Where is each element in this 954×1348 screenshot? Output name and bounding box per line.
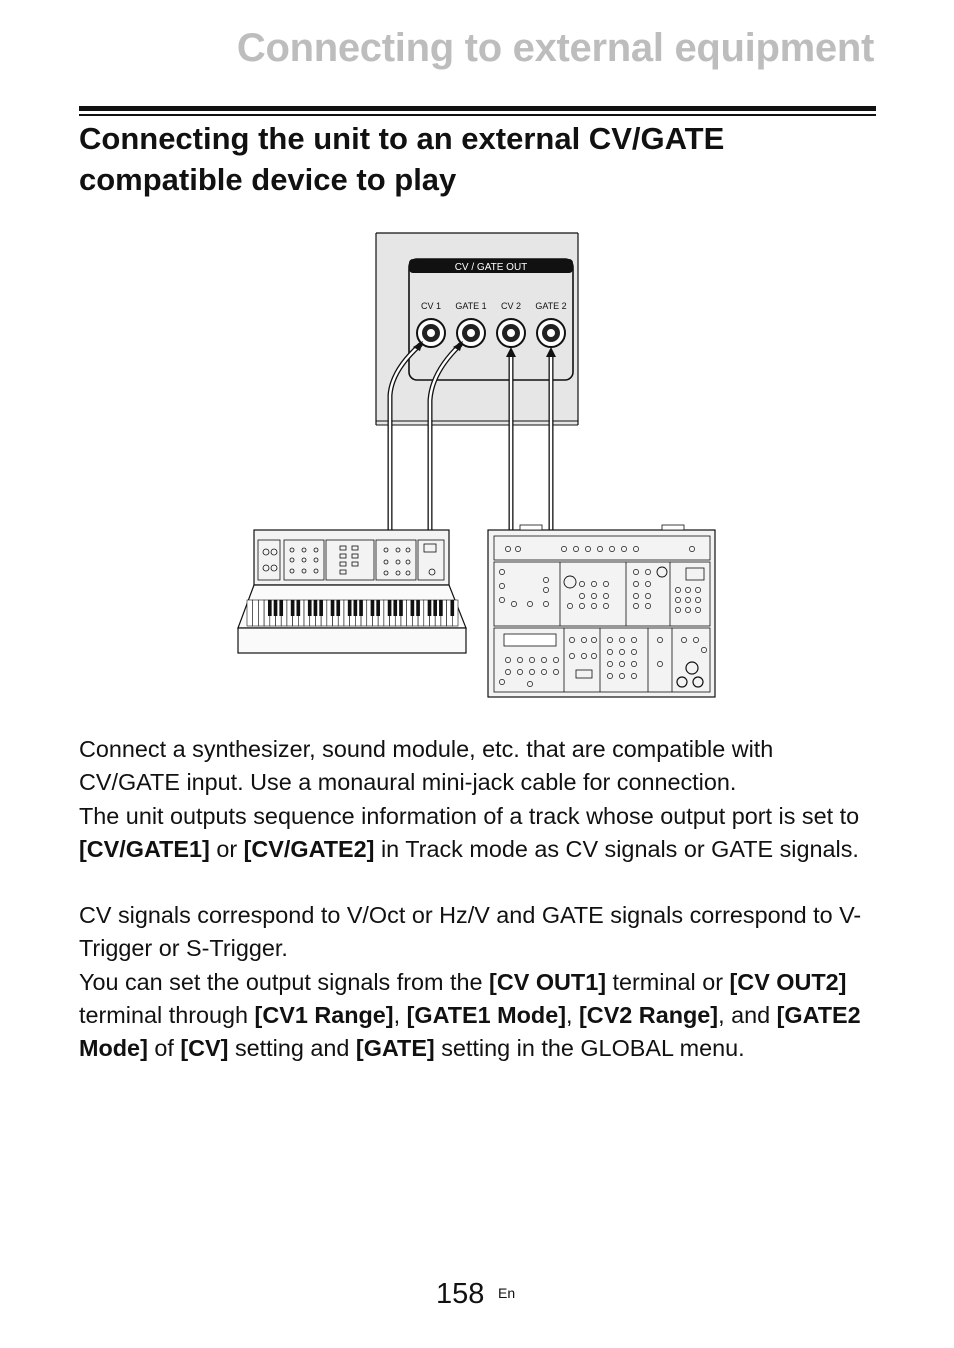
text-span: The unit outputs sequence information of… [79, 802, 860, 829]
jack-gate1 [456, 318, 486, 348]
jack-cv1 [416, 318, 446, 348]
paragraph-outputs: The unit outputs sequence information of… [79, 800, 879, 867]
text-span: , [393, 1002, 407, 1029]
heading-rule-thick [79, 106, 876, 111]
modular-synthesizer [487, 524, 716, 698]
text-span: terminal through [79, 1002, 255, 1029]
jack-gate2 [536, 318, 566, 348]
text-span: , and [718, 1002, 777, 1029]
bold-term: [CV/GATE2] [243, 835, 375, 862]
text-connect: Connect a synthesizer, sound module, etc… [79, 736, 774, 796]
bold-term: [GATE2 Mode] [79, 1002, 861, 1062]
jack-label-cv1: CV 1 [421, 301, 441, 311]
panel-label-cv-gate-out: CV / GATE OUT [455, 262, 528, 273]
bold-term: [CV OUT1] [489, 968, 607, 995]
jack-label-gate1: GATE 1 [455, 301, 486, 311]
text-span: You can set the output signals from the [79, 968, 490, 995]
paragraph-settings: You can set the output signals from the … [79, 966, 879, 1066]
bold-term: [GATE] [355, 1035, 435, 1062]
bold-term: [CV OUT2] [729, 968, 847, 995]
bold-term: [CV1 Range] [254, 1002, 394, 1029]
text-span: setting and [228, 1035, 356, 1062]
heading-rule-thin [79, 114, 876, 116]
jack-cv2 [496, 318, 526, 348]
text-span: terminal or [606, 968, 730, 995]
cable-arrowheads [413, 341, 556, 357]
text-span: in Track mode as CV signals or GATE sign… [374, 835, 859, 862]
text-span: of [147, 1035, 181, 1062]
keyboard-synthesizer [237, 529, 467, 654]
paragraph-connect: Connect a synthesizer, sound module, etc… [79, 733, 879, 800]
text-span: or [209, 835, 244, 862]
text-signals: CV signals correspond to V/Oct or Hz/V a… [79, 902, 862, 962]
text-span: , [566, 1002, 580, 1029]
chapter-title: Connecting to external equipment [236, 26, 874, 70]
page-number: 158 [436, 1278, 485, 1310]
jack-label-cv2: CV 2 [501, 301, 521, 311]
cables [387, 342, 554, 533]
bold-term: [CV/GATE1] [79, 835, 210, 862]
jack-label-gate2: GATE 2 [535, 301, 566, 311]
text-span: setting in the GLOBAL menu. [434, 1035, 745, 1062]
bold-term: [CV] [180, 1035, 229, 1062]
paragraph-gap [79, 866, 879, 899]
bold-term: [GATE1 Mode] [406, 1002, 567, 1029]
paragraph-signals: CV signals correspond to V/Oct or Hz/V a… [79, 899, 879, 966]
body-text: Connect a synthesizer, sound module, etc… [79, 733, 879, 1066]
page-language: En [498, 1285, 516, 1301]
bold-term: [CV2 Range] [579, 1002, 719, 1029]
connection-diagram: CV / GATE OUT CV 1 GATE 1 CV 2 GATE 2 [237, 232, 716, 698]
section-heading: Connecting the unit to an external CV/GA… [79, 121, 725, 197]
